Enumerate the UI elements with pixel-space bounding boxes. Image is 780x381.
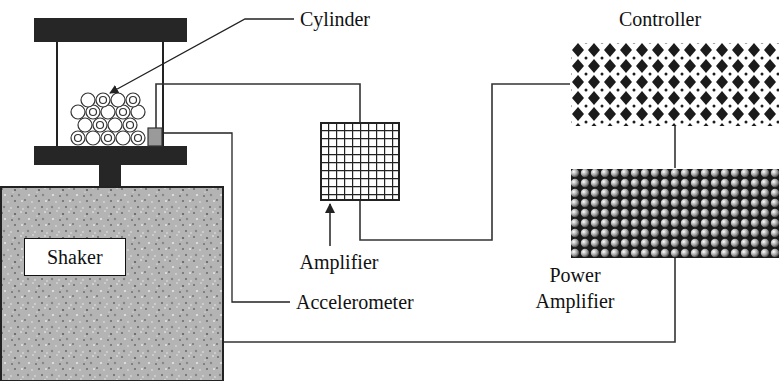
node-title: Shaker: [24, 238, 126, 276]
part-label: Cylinder: [298, 7, 372, 31]
power-amplifier-box-fill: [571, 169, 779, 258]
accelerometer: [148, 128, 162, 146]
pointer-arrow: [329, 204, 331, 246]
leader-line: [110, 19, 294, 93]
signal-cable: [674, 126, 676, 168]
shaker-body-fill: [1, 187, 223, 381]
lower-plate: [34, 146, 187, 165]
signal-cable: [224, 258, 675, 342]
node-heading: Amplifier: [289, 249, 389, 275]
part-label: Accelerometer: [294, 290, 416, 314]
controller-box-outline: [570, 42, 780, 126]
power-amplifier-box-outline: [570, 168, 780, 258]
amplifier-box-outline: [320, 122, 400, 200]
signal-wire: [156, 84, 360, 128]
cylinder-cluster: [71, 93, 145, 145]
amplifier-box-fill: [321, 123, 399, 200]
power-amplifier-box: Power Amplifier: [570, 168, 780, 258]
controller-box-fill: [571, 43, 779, 126]
amplifier-box: Amplifier: [320, 122, 400, 200]
shaker-body-outline: [0, 186, 224, 381]
guide-rod: [56, 42, 58, 146]
upper-plate: [34, 18, 187, 42]
shaker-body: Shaker: [0, 186, 224, 381]
shaker-stem: [99, 165, 121, 187]
node-heading: Power Amplifier: [525, 262, 625, 314]
controller-box: Controller: [570, 42, 780, 126]
node-heading: Controller: [600, 6, 720, 32]
